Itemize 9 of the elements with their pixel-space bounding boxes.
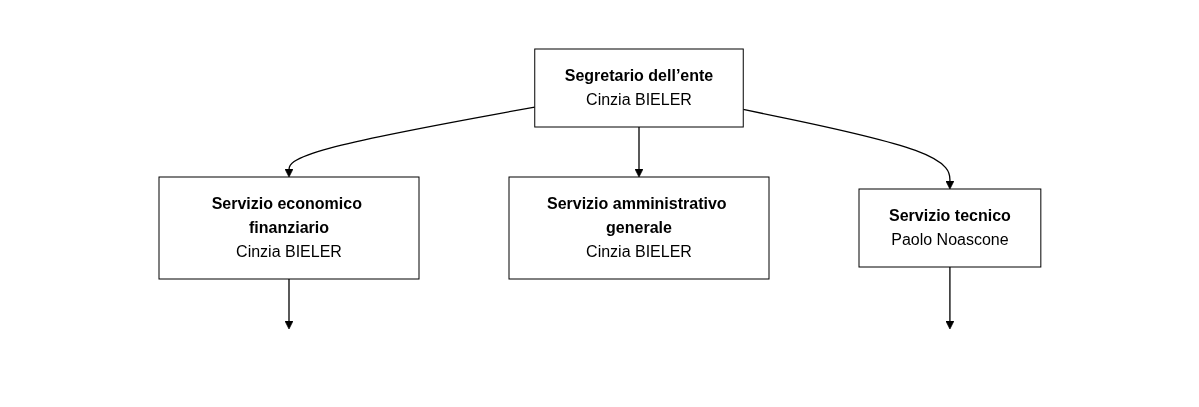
arrow	[742, 108, 954, 189]
arrow	[284, 105, 535, 177]
arrow	[634, 125, 643, 177]
arrow	[284, 277, 293, 329]
node-box: Servizio economico finanziario Cinzia BIELER	[158, 176, 420, 279]
node-box: Segretario dell’ente Cinzia BIELER	[533, 48, 744, 127]
node-box: Servizio tecnico Paolo Noascone	[858, 188, 1041, 267]
arrow	[945, 265, 954, 329]
node-box: Servizio amministrativo generale Cinzia BIELER	[508, 176, 770, 279]
